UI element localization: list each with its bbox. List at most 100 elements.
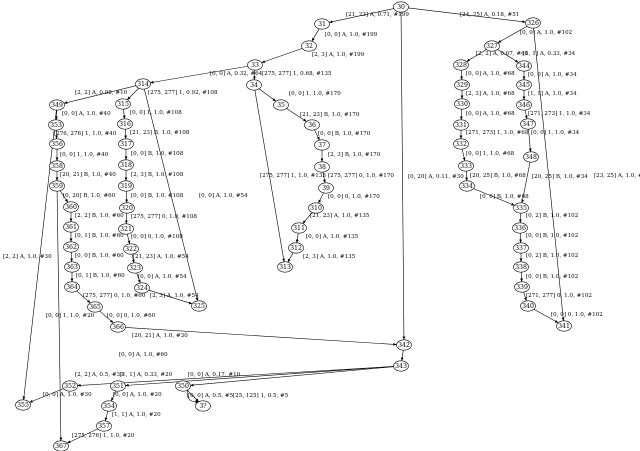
graph-node: 318 xyxy=(118,159,134,171)
node-ellipse xyxy=(49,160,65,172)
edge-label: [2, 3] B, 1.0, #170 xyxy=(328,152,381,158)
edge-label: [0, 0] A, 1.0, #34 xyxy=(528,72,577,78)
node-label: 30 xyxy=(397,4,405,11)
node-label: 311 xyxy=(293,225,305,232)
node-label: 358 xyxy=(51,163,63,170)
node-ellipse xyxy=(175,380,191,392)
graph-node: 38 xyxy=(314,161,330,173)
graph-node: 37 xyxy=(314,139,330,151)
node-ellipse xyxy=(484,40,500,52)
node-ellipse xyxy=(118,159,134,171)
edge-n326-n341 xyxy=(533,28,565,321)
edge-n343-n351 xyxy=(125,366,394,387)
node-ellipse xyxy=(393,360,409,372)
node-label: 364 xyxy=(66,284,78,291)
edge-label: [275, 276] 1, 1.0, #20 xyxy=(72,433,135,439)
node-ellipse xyxy=(191,300,207,312)
graph-node: 324 xyxy=(134,282,150,294)
node-ellipse xyxy=(15,399,31,411)
edge-label: [2, 2] B, 1.0, #60 xyxy=(75,213,124,219)
edge-n31-n32 xyxy=(311,28,320,42)
edge-n35-n36 xyxy=(286,108,307,122)
node-label: 348 xyxy=(525,154,537,161)
node-ellipse xyxy=(516,79,532,91)
node-ellipse xyxy=(318,182,334,194)
node-ellipse xyxy=(134,282,150,294)
edge-n327-n328 xyxy=(466,49,487,62)
graph-node: 358 xyxy=(49,160,65,172)
node-label: 322 xyxy=(125,246,137,253)
graph-node: 366 xyxy=(110,321,126,333)
node-label: 313 xyxy=(279,264,291,271)
node-label: 347 xyxy=(522,121,534,128)
node-label: 341 xyxy=(558,323,570,330)
node-ellipse xyxy=(118,138,134,150)
graph-node: 35 xyxy=(273,99,289,111)
node-ellipse xyxy=(277,261,293,273)
node-ellipse xyxy=(123,243,139,255)
graph-node: 332 xyxy=(453,138,469,150)
edge-label: [271, 273] 1, 1.0, #34 xyxy=(528,111,591,117)
edge-label: [0, 0] A, 1.0, #68 xyxy=(466,71,515,77)
node-label: 334 xyxy=(461,183,473,190)
node-ellipse xyxy=(127,262,143,274)
graph-node: 315 xyxy=(115,98,131,110)
edge-label: [20, 25] B, 1.0, #68 xyxy=(470,173,526,179)
edge-label: [0, 0] A, 1.0, #199 xyxy=(325,32,378,38)
edge-label: [0, 0] A, 0.32, #64 xyxy=(210,71,263,77)
edge-label: [2, 2] A, 1.0, #30 xyxy=(3,254,52,260)
node-ellipse xyxy=(314,161,330,173)
edge-label: [21, 23] B, 1.0, #108 xyxy=(130,130,190,136)
graph-node: 327 xyxy=(484,40,500,52)
graph-node: 363 xyxy=(64,261,80,273)
edge-label: [1, 1] A, 1.0, #34 xyxy=(528,91,577,97)
edge-label: [0, 1] B, 1.0, #60 xyxy=(75,233,124,239)
edge-n32-n33 xyxy=(261,48,303,63)
edge-n311-n312 xyxy=(295,233,299,243)
node-label: 365 xyxy=(89,304,101,311)
edge-n350-n3q xyxy=(186,390,199,404)
edge-label: [0, 0] A, 1.0, #135 xyxy=(306,234,359,240)
graph-node: 319 xyxy=(118,180,134,192)
graph-node: 338 xyxy=(513,261,529,273)
edge-label: [275, 277] 0, 1.0, #108 xyxy=(131,214,197,220)
graph-node: 346 xyxy=(516,99,532,111)
edge-label: [0, 0] A, 0.5, #5 xyxy=(188,393,234,399)
edge-label: [20, 21] B, 1.0, #40 xyxy=(60,172,116,178)
node-ellipse xyxy=(87,301,103,313)
graph-node: 365 xyxy=(87,301,103,313)
node-label: 343 xyxy=(395,363,407,370)
edge-label: [20, 25] B, 1.0, #34 xyxy=(532,174,588,180)
node-label: 353 xyxy=(50,122,62,129)
node-label: 319 xyxy=(120,183,132,190)
edge-label: [2, 2] A, 0.08, #10 xyxy=(75,90,128,96)
graph-node: 336 xyxy=(512,222,528,234)
node-ellipse xyxy=(314,139,330,151)
edge-n322-n323 xyxy=(131,254,135,263)
graph-node: 353 xyxy=(48,119,64,131)
edge-n351-n354 xyxy=(110,390,117,402)
node-ellipse xyxy=(119,202,135,214)
node-label: 359 xyxy=(51,183,63,190)
graph-node: 322 xyxy=(123,243,139,255)
node-label: 351 xyxy=(112,383,124,390)
node-label: 37 xyxy=(318,142,326,149)
node-label: 344 xyxy=(518,63,530,70)
edge-label: [0, 0] 1, 1.0, #170 xyxy=(289,91,341,97)
node-ellipse xyxy=(64,281,80,293)
node-ellipse xyxy=(63,201,79,213)
node-label: 352 xyxy=(64,383,76,390)
edge-n321-n322 xyxy=(126,234,131,244)
graph-node: 329 xyxy=(454,79,470,91)
node-ellipse xyxy=(516,99,532,111)
graph-node: 316 xyxy=(117,118,133,130)
edge-label: [275, 277] 0, 1.0, #60 xyxy=(83,293,146,299)
node-ellipse xyxy=(246,79,262,91)
edge-label: [0, 0] A, 0.17, #10 xyxy=(188,372,241,378)
node-label: 323 xyxy=(129,265,141,272)
edge-label: [21, 23] A, 0.71, #199 xyxy=(346,12,409,18)
edge-layer: [21, 23] A, 0.71, #199[24, 25] A, 0.18, … xyxy=(3,7,640,444)
node-label: 316 xyxy=(119,121,131,128)
node-ellipse xyxy=(513,202,529,214)
edge-n365-n366 xyxy=(99,310,114,324)
